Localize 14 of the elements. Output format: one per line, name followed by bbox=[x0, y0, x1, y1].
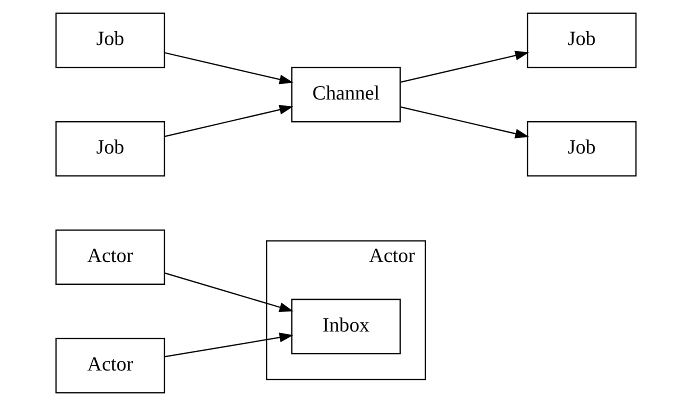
arrow bbox=[164, 332, 294, 358]
arrow bbox=[164, 272, 294, 312]
node-box: Actor bbox=[55, 229, 166, 285]
node-box: Job bbox=[526, 121, 637, 177]
node-box: Actor bbox=[55, 338, 166, 394]
node-box: Channel bbox=[291, 66, 401, 122]
arrow bbox=[400, 106, 530, 138]
node-box: Inbox bbox=[291, 298, 401, 354]
node-box: Job bbox=[526, 12, 637, 68]
arrow bbox=[400, 50, 530, 83]
arrow bbox=[164, 52, 294, 84]
node-box: Job bbox=[55, 12, 166, 68]
arrow bbox=[164, 104, 294, 137]
node-box: Job bbox=[55, 121, 166, 177]
